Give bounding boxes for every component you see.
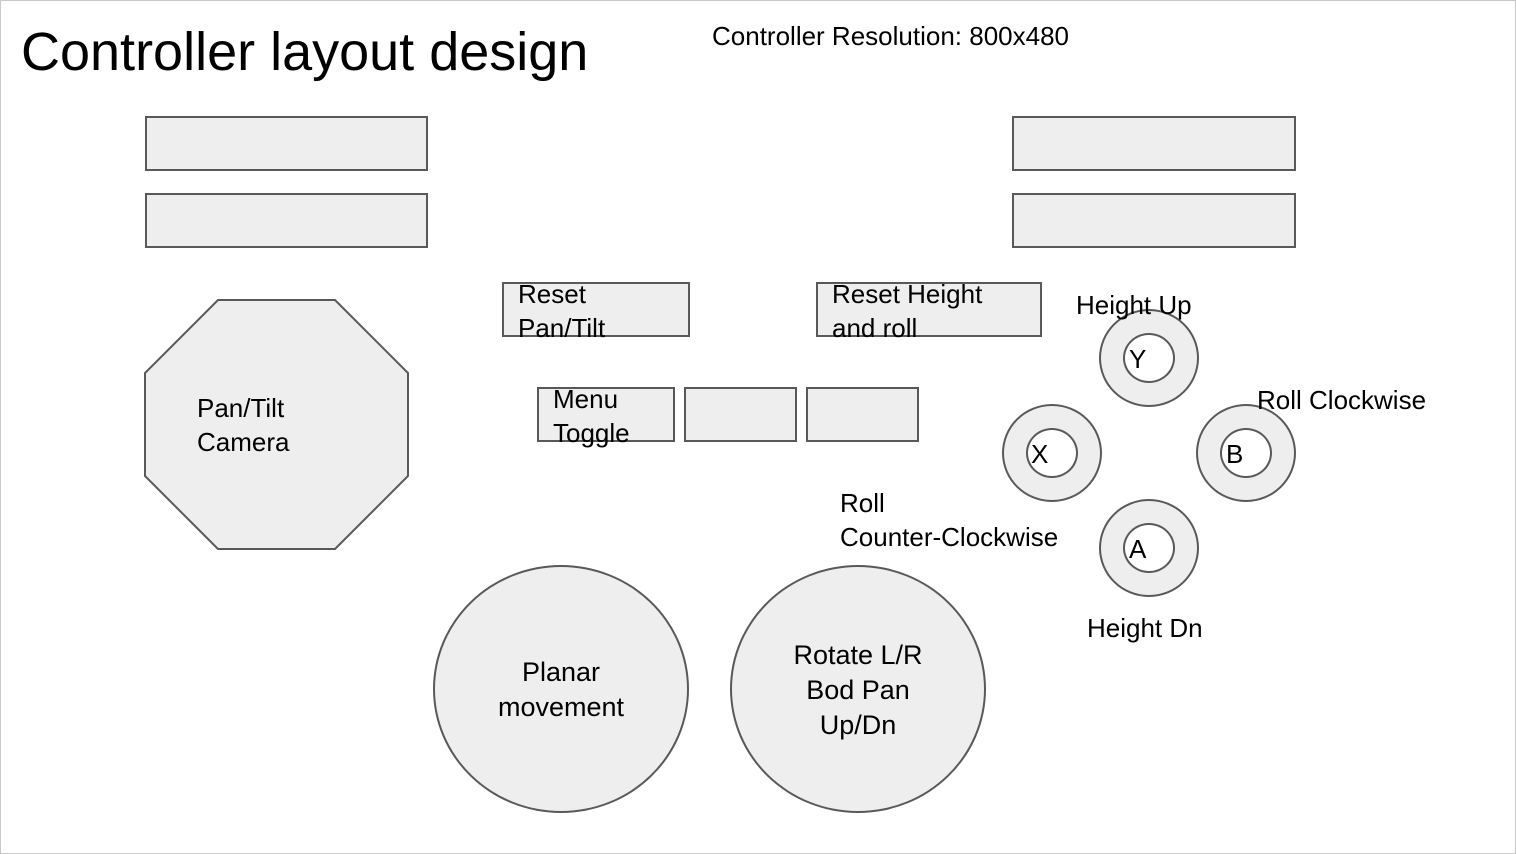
blank-button-1 — [684, 387, 797, 442]
left-stick-planar-movement — [433, 565, 689, 813]
right-stick-rotate — [730, 565, 986, 813]
a-button-letter: A — [1129, 534, 1147, 564]
pan-tilt-camera-octagon — [144, 299, 409, 550]
reset-height-roll-button — [816, 282, 1042, 337]
blank-button-2 — [806, 387, 919, 442]
reset-height-roll-label: Reset Height and roll — [832, 279, 983, 343]
page-title: Controller layout design — [21, 22, 589, 82]
left-shoulder-bar-2 — [145, 193, 428, 248]
b-button — [1196, 404, 1296, 502]
x-button-letter: X — [1031, 439, 1049, 469]
resolution-caption: Controller Resolution: 800x480 — [712, 21, 1069, 51]
roll-clockwise-label: Roll Clockwise — [1257, 385, 1427, 415]
b-button-letter: B — [1226, 439, 1244, 469]
x-button — [1002, 404, 1102, 502]
y-button — [1099, 309, 1199, 407]
octagon-label: Pan/Tilt Camera — [197, 393, 290, 457]
height-down-label: Height Dn — [1087, 613, 1203, 643]
a-button-inner — [1123, 523, 1175, 573]
left-shoulder-bar-1 — [145, 116, 428, 171]
right-shoulder-bar-2 — [1012, 193, 1296, 248]
right-stick-label: Rotate L/R Bod Pan Up/Dn — [793, 640, 923, 740]
left-stick-label: Planar movement — [497, 657, 625, 722]
right-shoulder-bar-1 — [1012, 116, 1296, 171]
roll-counter-clockwise-label: Roll Counter-Clockwise — [840, 488, 1059, 552]
y-button-inner — [1123, 333, 1175, 383]
a-button — [1099, 499, 1199, 597]
y-button-letter: Y — [1129, 344, 1147, 374]
reset-pan-tilt-button — [502, 282, 690, 337]
height-up-label: Height Up — [1076, 290, 1192, 320]
b-button-inner — [1220, 428, 1272, 478]
reset-pan-tilt-label: Reset Pan/Tilt — [518, 279, 606, 343]
x-button-inner — [1026, 428, 1078, 478]
menu-toggle-label: Menu Toggle — [553, 384, 630, 448]
menu-toggle-button — [537, 387, 675, 442]
